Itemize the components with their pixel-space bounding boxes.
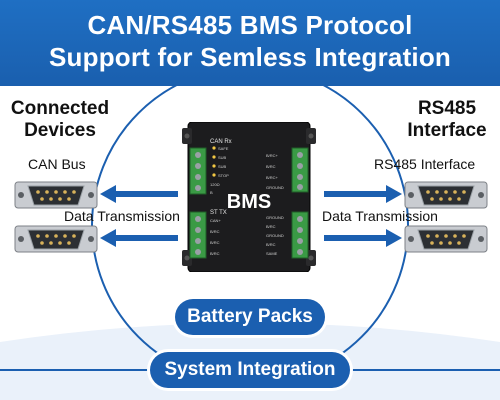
terminal-label: B/RC bbox=[266, 224, 276, 229]
terminal-label: GROUND bbox=[266, 233, 284, 238]
system-integration-pill: System Integration bbox=[150, 352, 350, 388]
db9-connector-icon bbox=[14, 181, 98, 209]
rs485-port-label: RS485 Interface bbox=[374, 156, 476, 172]
rs485-interface-heading: RS485 Interface bbox=[392, 98, 500, 142]
indicator-label: 120Ω bbox=[210, 182, 220, 187]
terminal-label: B/RC bbox=[266, 242, 276, 247]
db9-connector-icon bbox=[14, 225, 98, 253]
title-line-2: Support for Semless Integration bbox=[48, 42, 452, 72]
terminal-label: GROUND bbox=[266, 185, 284, 190]
terminal-label: GROUND bbox=[266, 215, 284, 220]
terminal-label: B/RC+ bbox=[266, 175, 279, 180]
battery-packs-pill: Battery Packs bbox=[175, 299, 325, 335]
arrow-left-icon bbox=[100, 229, 178, 247]
right-heading-line-1: RS485 bbox=[417, 98, 477, 119]
db9-connector-icon bbox=[404, 181, 488, 209]
terminal-label: B/RC bbox=[210, 229, 220, 234]
indicator-label: STOP bbox=[218, 173, 229, 178]
arrow-left-icon bbox=[100, 185, 178, 203]
terminal-label: B/RC+ bbox=[266, 153, 279, 158]
bms-module: CAN Rx SAFE SUB SUB STOP 120Ω B ST TX CA… bbox=[182, 122, 316, 272]
terminal-label: B/RC bbox=[210, 251, 220, 256]
terminal-label: B/RC bbox=[210, 240, 220, 245]
arrow-right-icon bbox=[324, 185, 402, 203]
arrow-right-icon bbox=[324, 229, 402, 247]
can-bus-label: CAN Bus bbox=[28, 156, 86, 172]
indicator-label: SAFE bbox=[218, 146, 229, 151]
title-line-1: CAN/RS485 BMS Protocol bbox=[87, 10, 413, 40]
connected-devices-heading: Connected Devices bbox=[6, 98, 114, 142]
left-heading-line-2: Devices bbox=[24, 120, 96, 141]
bms-label: BMS bbox=[227, 191, 271, 213]
left-data-transmission-label: Data Transmission bbox=[64, 208, 180, 224]
left-heading-line-1: Connected bbox=[10, 98, 110, 119]
device-top-marking: CAN Rx bbox=[210, 139, 232, 145]
terminal-label: CAN+ bbox=[210, 218, 221, 223]
title-banner: CAN/RS485 BMS Protocol Support for Semle… bbox=[0, 0, 500, 86]
db9-connector-icon bbox=[404, 225, 488, 253]
terminal-label: SAME bbox=[266, 251, 278, 256]
indicator-label: B bbox=[210, 190, 213, 195]
indicator-label: SUB bbox=[218, 155, 227, 160]
terminal-label: B/RC bbox=[266, 164, 276, 169]
indicator-label: SUB bbox=[218, 164, 227, 169]
device-mid-marking: ST TX bbox=[210, 210, 227, 216]
right-data-transmission-label: Data Transmission bbox=[322, 208, 438, 224]
right-heading-line-2: Interface bbox=[407, 120, 487, 141]
